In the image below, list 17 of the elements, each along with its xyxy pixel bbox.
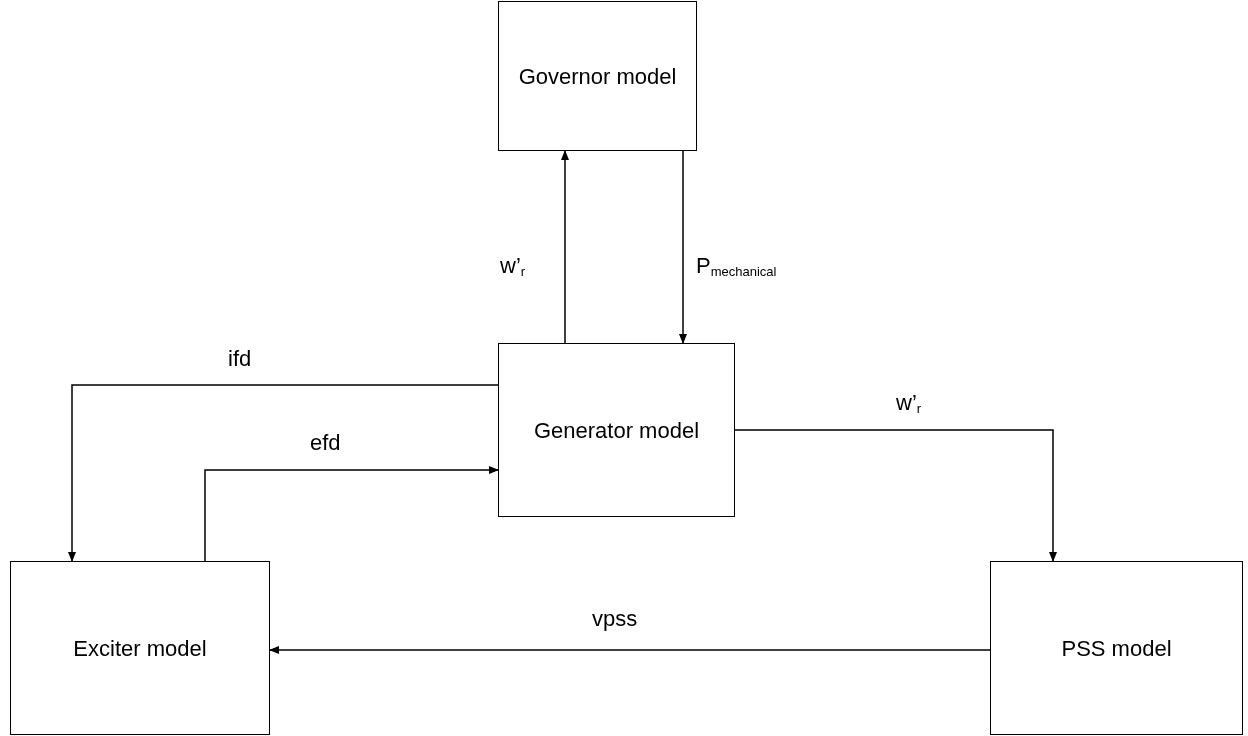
box-label: PSS model bbox=[1061, 634, 1172, 663]
process-box bbox=[498, 1, 697, 151]
arrow bbox=[561, 150, 569, 344]
arrow bbox=[679, 150, 687, 344]
edge-label: w’$_{r}$ bbox=[896, 392, 922, 414]
arrow bbox=[734, 429, 1057, 562]
box-label: Exciter model bbox=[73, 634, 207, 663]
box-label: Governor model bbox=[518, 62, 677, 91]
process-box bbox=[498, 343, 735, 517]
arrow bbox=[204, 466, 499, 562]
arrow bbox=[269, 646, 991, 654]
edge-label: P$_{mechanical}$ bbox=[696, 255, 777, 277]
arrow bbox=[68, 384, 499, 562]
box-label: Generator model bbox=[533, 416, 700, 445]
process-box bbox=[990, 561, 1243, 735]
process-box bbox=[10, 561, 270, 735]
edge-label: w’$_{r}$ bbox=[500, 255, 526, 277]
